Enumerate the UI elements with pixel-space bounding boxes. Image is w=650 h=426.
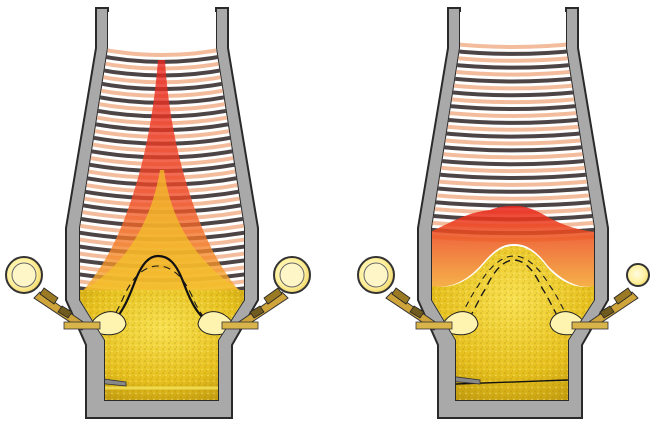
right-furnace-panel	[358, 0, 649, 420]
left-furnace-panel	[6, 0, 310, 420]
